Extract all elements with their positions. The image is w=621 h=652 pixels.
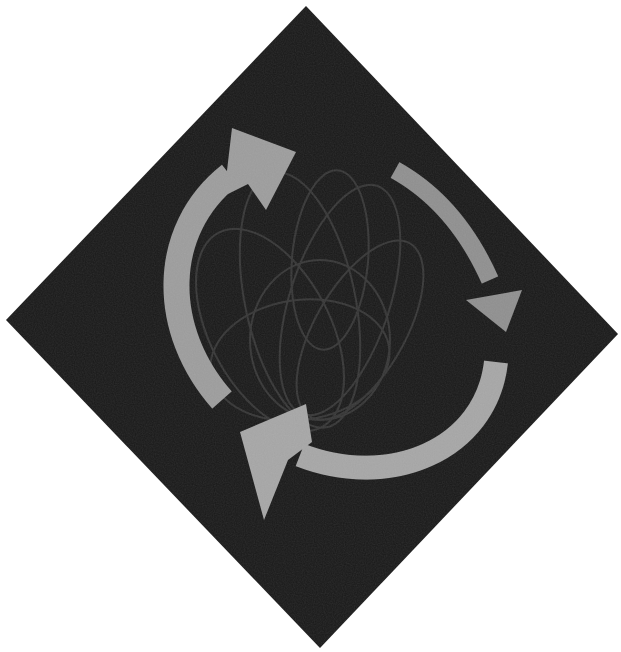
grain-texture: [0, 0, 621, 652]
cycle-diamond-graphic: [0, 0, 621, 652]
